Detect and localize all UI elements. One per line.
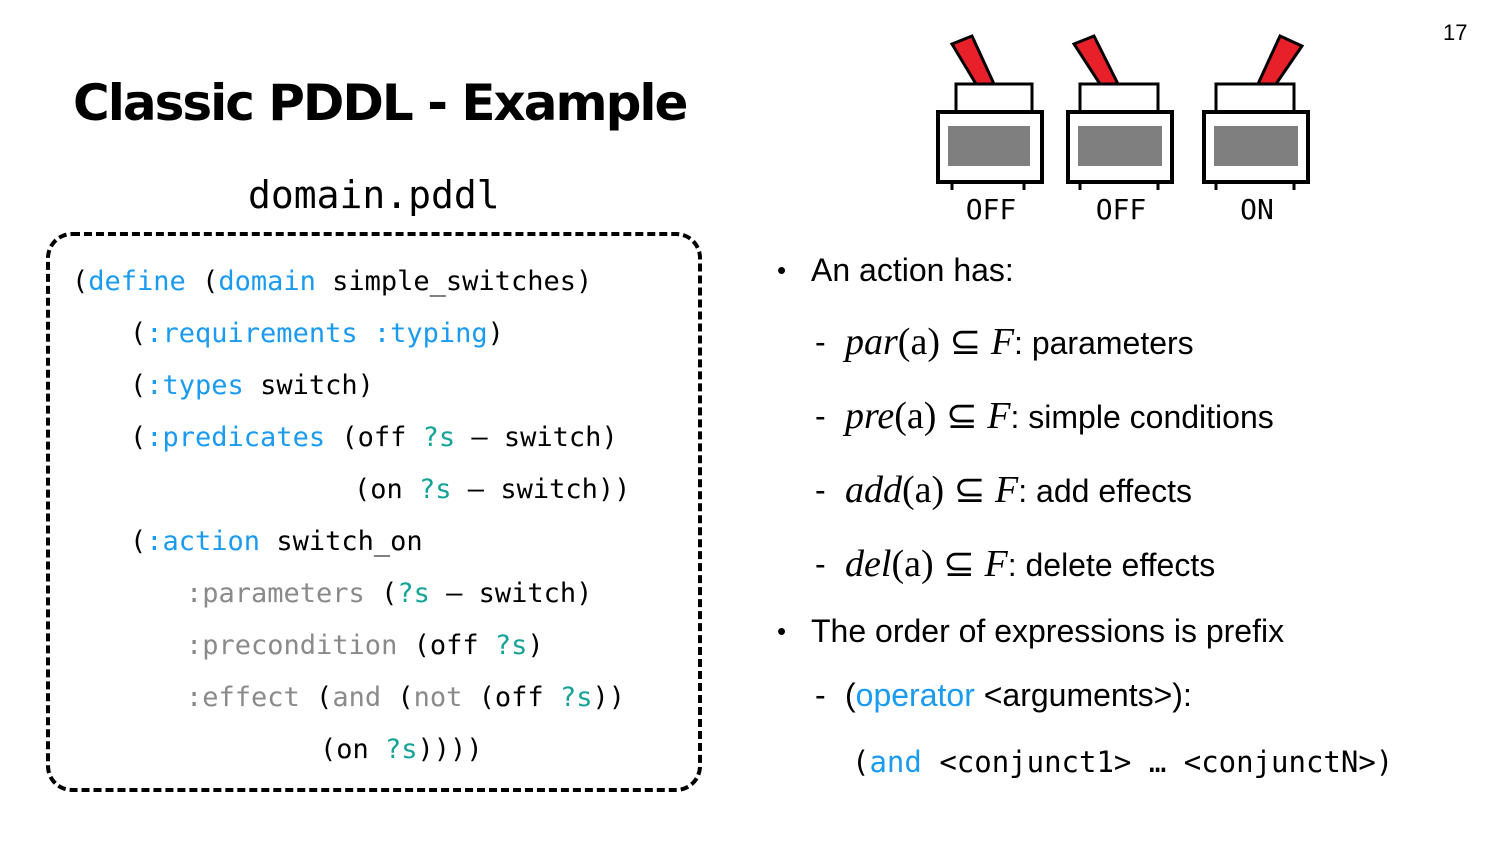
code-text	[358, 318, 374, 349]
code-paren: (	[130, 370, 147, 401]
code-keyword: :action	[146, 526, 261, 557]
code-line-precondition: :precondition (off ?s)	[186, 630, 544, 662]
toggle-switch-icon	[1202, 34, 1310, 190]
bullet-prefix-order: • The order of expressions is prefix	[777, 611, 1285, 651]
code-keyword: :typing	[373, 318, 488, 349]
code-example-and: (and <conjunct1> … <conjunctN>)	[852, 745, 1394, 779]
code-variable: ?s	[494, 630, 528, 661]
code-paren: (	[72, 266, 89, 297]
toggle-switch-on: ON	[1202, 30, 1312, 226]
subbullet-text: : delete effects	[1007, 547, 1216, 583]
code-line-effect: :effect (and (not (off ?s))	[186, 682, 625, 714]
subbullet-text: (	[845, 677, 856, 713]
subbullet-text: : parameters	[1014, 325, 1194, 361]
code-keyword: and	[869, 745, 922, 779]
code-line-types: (:types switch)	[130, 370, 374, 402]
subbullet-marker: -	[815, 677, 826, 713]
code-variable: ?s	[419, 474, 452, 505]
code-line-parameters: :parameters (?s – switch)	[186, 578, 592, 610]
code-paren: (	[130, 318, 147, 349]
code-text: (off	[462, 682, 560, 713]
code-text: (on	[320, 734, 386, 765]
code-keyword: :types	[146, 370, 244, 401]
code-field-keyword: :precondition	[186, 630, 398, 661]
code-line-predicate-on: (on ?s – switch))	[354, 474, 630, 506]
bullet-marker: •	[777, 255, 787, 285]
code-operator: and	[332, 682, 382, 713]
code-text: (off	[397, 630, 495, 661]
switch-label: OFF	[965, 193, 1017, 226]
code-text: )	[487, 318, 504, 349]
code-text: (on	[354, 474, 420, 505]
code-field-keyword: :effect	[186, 682, 300, 713]
code-variable: ?s	[385, 734, 418, 765]
math-expression: par(a) ⊆ F	[845, 321, 1015, 363]
code-text: – switch)	[429, 578, 593, 609]
code-keyword: domain	[218, 266, 316, 297]
code-text: (	[381, 682, 414, 713]
code-line-effect-on: (on ?s))))	[320, 734, 483, 766]
code-field-keyword: :parameters	[186, 578, 365, 609]
code-line-define: (define (domain simple_switches)	[72, 266, 592, 298]
toggle-switch-icon	[936, 34, 1044, 190]
math-expression: pre(a) ⊆ F	[845, 395, 1011, 437]
toggle-switch-off-1: OFF	[936, 30, 1046, 226]
code-text: switch_on	[260, 526, 423, 557]
code-text: simple_switches)	[315, 266, 593, 297]
code-text: – switch)	[455, 422, 618, 453]
math-expression: del(a) ⊆ F	[845, 543, 1008, 585]
toggle-switch-icon	[1066, 34, 1174, 190]
bullet-text: The order of expressions is prefix	[811, 613, 1285, 649]
code-variable: ?s	[559, 682, 593, 713]
code-text: (	[299, 682, 333, 713]
code-line-predicates: (:predicates (off ?s – switch)	[130, 422, 618, 454]
toggle-switch-off-2: OFF	[1066, 30, 1176, 226]
subbullet-preconditions: - pre(a) ⊆ F: simple conditions	[815, 395, 1274, 437]
subbullet-marker: -	[815, 472, 826, 508]
switch-label: ON	[1240, 193, 1274, 226]
subbullet-text: : simple conditions	[1010, 399, 1274, 435]
subbullet-marker: -	[815, 398, 826, 434]
code-keyword: :requirements	[146, 318, 358, 349]
code-line-action: (:action switch_on	[130, 526, 423, 558]
code-variable: ?s	[397, 578, 430, 609]
code-text: switch)	[243, 370, 374, 401]
code-operator: not	[413, 682, 463, 713]
code-text: (off	[325, 422, 423, 453]
code-filename: domain.pddl	[248, 173, 500, 217]
operator-keyword: operator	[855, 677, 975, 713]
code-text: )	[527, 630, 544, 661]
switch-illustration: OFF OFF ON	[930, 30, 1320, 230]
subbullet-operator: - (operator <arguments>):	[815, 675, 1192, 715]
code-keyword: define	[88, 266, 186, 297]
bullet-text: An action has:	[811, 252, 1014, 288]
subbullet-text: <arguments>):	[974, 677, 1192, 713]
code-text: ))))	[417, 734, 483, 765]
subbullet-add-effects: - add(a) ⊆ F: add effects	[815, 469, 1192, 511]
subbullet-text: : add effects	[1018, 473, 1192, 509]
code-paren: (	[130, 526, 147, 557]
code-text: – switch))	[451, 474, 631, 505]
bullet-action-has: • An action has:	[777, 250, 1014, 290]
bullet-marker: •	[777, 616, 787, 646]
code-keyword: :predicates	[146, 422, 326, 453]
code-line-requirements: (:requirements :typing)	[130, 318, 504, 350]
code-text: (	[364, 578, 398, 609]
switch-label: OFF	[1095, 193, 1147, 226]
math-expression: add(a) ⊆ F	[845, 469, 1019, 511]
subbullet-marker: -	[815, 324, 826, 360]
subbullet-delete-effects: - del(a) ⊆ F: delete effects	[815, 543, 1216, 585]
slide-title: Classic PDDL - Example	[73, 74, 688, 132]
subbullet-parameters: - par(a) ⊆ F: parameters	[815, 321, 1194, 363]
code-box	[46, 232, 702, 792]
subbullet-marker: -	[815, 546, 826, 582]
code-text: ))	[592, 682, 625, 713]
page-number: 17	[1443, 20, 1468, 45]
code-text: (	[185, 266, 219, 297]
code-variable: ?s	[422, 422, 456, 453]
code-paren: (	[130, 422, 147, 453]
